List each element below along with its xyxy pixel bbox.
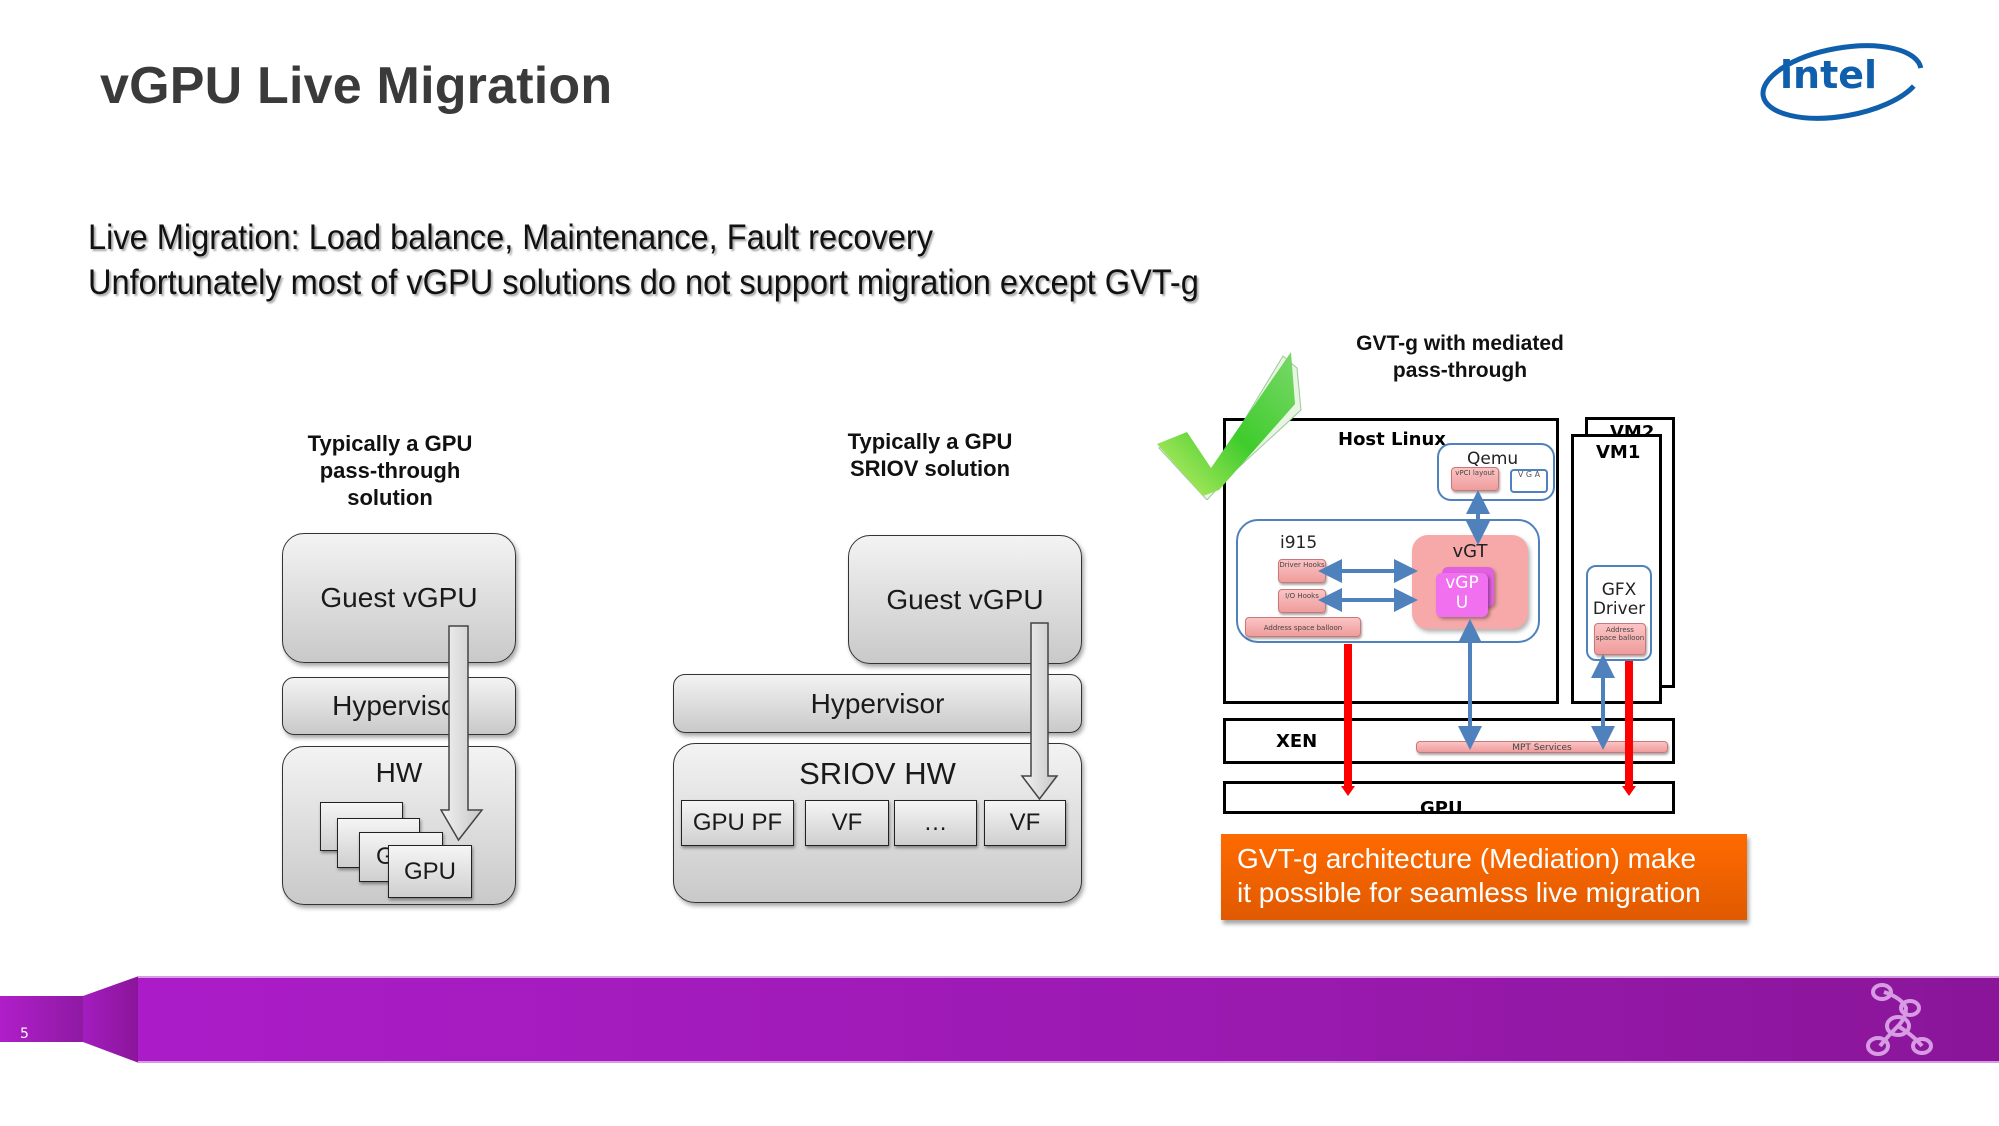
xen-label: XEN (1276, 731, 1318, 752)
gfx-driver-label: GFX Driver (1592, 580, 1646, 619)
xen-frame: XEN MPT Services (1223, 718, 1675, 764)
caption-line: SRIOV solution (849, 456, 1011, 481)
hypervisor-label: Hypervisor (810, 687, 945, 719)
caption-line: pass-through (319, 458, 461, 483)
slide-title: vGPU Live Migration (100, 57, 613, 115)
vgt-box: vGT vGPU (1412, 535, 1528, 629)
gpu-card-front: GPU (388, 845, 472, 898)
caption-line: Typically a GPU (307, 431, 473, 456)
function-box-pf: GPU PF (681, 800, 794, 846)
subtitle-line-1: Live Migration: Load balance, Maintenanc… (88, 218, 933, 257)
vm-address-balloon: Address space balloon (1594, 623, 1646, 655)
function-label: VF (1009, 809, 1041, 836)
footer-bar (138, 976, 1999, 1063)
check-mark-icon (1157, 352, 1302, 500)
page-number: 5 (20, 1026, 29, 1042)
footer-connector (83, 976, 139, 1063)
sriov-guest-box: Guest vGPU (848, 535, 1082, 664)
intel-wordmark: intel (1780, 53, 1877, 97)
vpci-layout-box: vPCI layout (1451, 467, 1499, 491)
caption-line: pass-through (1392, 359, 1528, 382)
intel-logo: intel (1760, 43, 1924, 121)
sriov-arrow-icon (1020, 622, 1059, 801)
function-box-ellipsis: … (894, 800, 977, 846)
address-balloon-box: Address space balloon (1245, 617, 1361, 637)
vgt-label: vGT (1452, 541, 1488, 562)
function-label: VF (831, 809, 863, 836)
vm1-frame: VM1 GFX Driver Address space balloon (1571, 434, 1662, 704)
passthrough-caption: Typically a GPU pass-through solution (290, 430, 490, 511)
i915-label: i915 (1280, 533, 1318, 553)
passthrough-guest-box: Guest vGPU (282, 533, 516, 663)
callout-line: it possible for seamless live migration (1237, 877, 1701, 908)
hw-label: SRIOV HW (799, 756, 956, 791)
function-box-vf: VF (805, 800, 889, 846)
hypervisor-label: Hypervisor (332, 690, 466, 721)
gvtg-caption: GVT-g with mediated pass-through (1330, 330, 1590, 384)
gpu-label: GPU (1420, 798, 1463, 814)
driver-hooks-box: Driver Hooks (1278, 559, 1326, 583)
qemu-label: Qemu (1467, 449, 1519, 469)
gvtg-callout: GVT-g architecture (Mediation) make it p… (1221, 834, 1747, 920)
kernel-box: i915 Driver Hooks I/O Hooks Address spac… (1236, 519, 1540, 643)
molecule-icon (1866, 983, 1933, 1056)
vgpu-card: vGPU (1436, 573, 1488, 617)
sriov-hypervisor-box: Hypervisor (673, 674, 1082, 733)
sriov-caption: Typically a GPU SRIOV solution (830, 428, 1030, 482)
gpu-frame: GPU (1223, 781, 1675, 814)
passthrough-arrow-icon (440, 625, 484, 842)
caption-line: GVT-g with mediated (1356, 332, 1564, 355)
mpt-services-box: MPT Services (1416, 741, 1668, 753)
passthrough-hypervisor-box: Hypervisor (282, 677, 516, 735)
qemu-box: Qemu vPCI layout V G A (1437, 443, 1555, 501)
hw-label: HW (375, 757, 423, 788)
subtitle-line-2: Unfortunately most of vGPU solutions do … (88, 263, 1199, 302)
gfx-driver-box: GFX Driver Address space balloon (1586, 565, 1652, 661)
footer-tab (0, 996, 84, 1042)
host-linux-label: Host Linux (1338, 429, 1446, 450)
vga-box: V G A (1510, 469, 1548, 493)
callout-line: GVT-g architecture (Mediation) make (1237, 843, 1697, 874)
function-label: GPU PF (692, 809, 783, 836)
gpu-card-label: GPU (403, 857, 456, 885)
caption-line: solution (347, 485, 433, 510)
vm1-label: VM1 (1596, 442, 1641, 463)
function-box-vf: VF (984, 800, 1066, 846)
guest-label: Guest vGPU (886, 583, 1044, 615)
function-label: … (923, 809, 948, 836)
guest-label: Guest vGPU (320, 582, 478, 613)
io-hooks-box: I/O Hooks (1278, 589, 1326, 613)
caption-line: Typically a GPU (847, 429, 1013, 454)
